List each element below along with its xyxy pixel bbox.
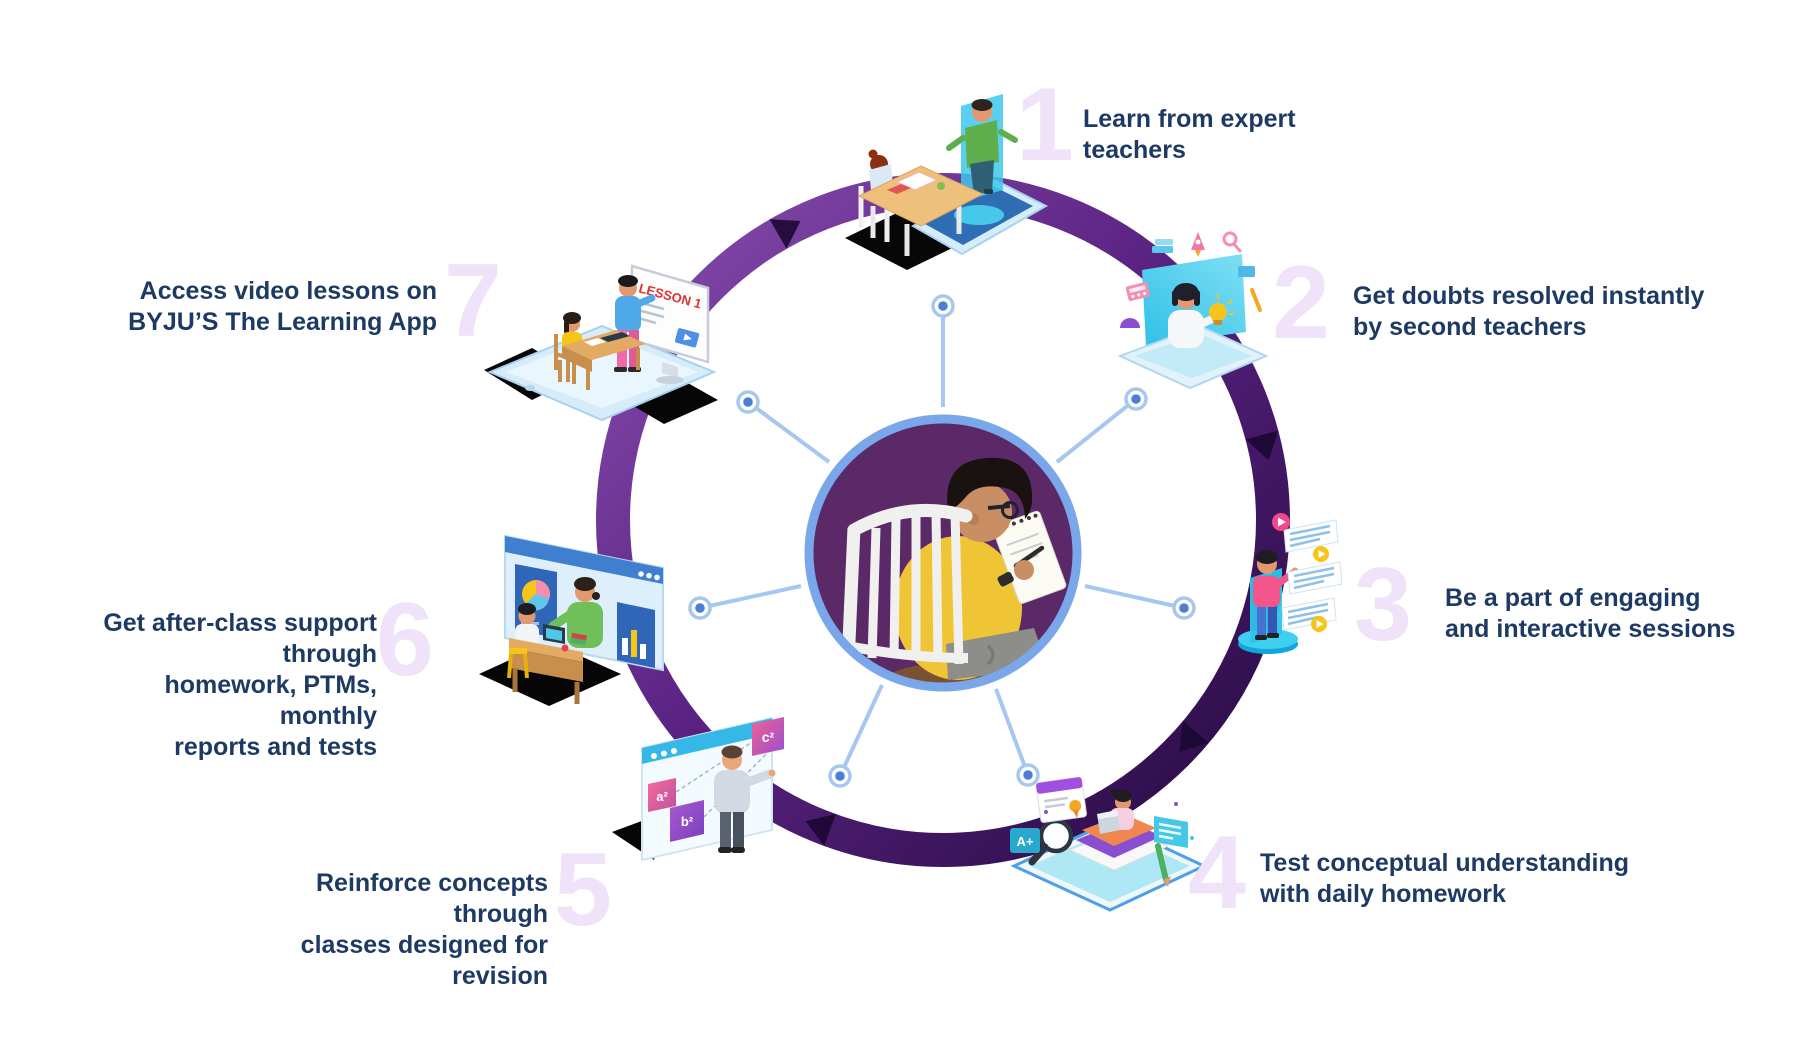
step-5-number: 5 — [554, 832, 612, 948]
book-icon — [1238, 266, 1255, 277]
hair — [947, 457, 1033, 519]
play-button-icon — [1313, 546, 1329, 562]
step-7-label-line: BYJU’S The Learning App — [128, 308, 437, 336]
spoke-nodes — [688, 294, 1196, 788]
step-6-label-line: homework, PTMs, monthly — [164, 671, 377, 730]
step-6-illustration — [479, 534, 664, 706]
student-with-laptop — [1097, 788, 1134, 834]
pencil-icon — [1250, 288, 1262, 312]
step-1-illustration — [845, 94, 1048, 270]
node-icon — [1124, 387, 1148, 411]
note-card — [1154, 816, 1188, 848]
step-3-label-line: and interactive sessions — [1445, 615, 1736, 643]
books-icon — [1152, 239, 1173, 253]
step-2-illustration — [1117, 231, 1269, 390]
step-4-number: 4 — [1188, 815, 1246, 931]
play-button-icon — [674, 328, 700, 348]
step-1-label: Learn from expert teachers — [1083, 104, 1296, 166]
student-at-desk — [554, 312, 646, 390]
step-7-number: 7 — [444, 243, 502, 359]
arrow-icon — [1179, 721, 1210, 752]
step-2-label: Get doubts resolved instantly by second … — [1353, 281, 1704, 343]
step-2-number: 2 — [1272, 245, 1330, 361]
certificate-board — [1035, 776, 1087, 823]
step-5-label-line: Reinforce concepts through — [315, 869, 548, 928]
step-4-illustration: A+ — [1010, 776, 1208, 912]
node-icon — [828, 764, 852, 788]
step-2-label-line: by second teachers — [1353, 313, 1587, 341]
step-5-label-line: classes designed for revision — [300, 931, 548, 990]
teacher-figure — [714, 745, 776, 853]
student-at-desk — [857, 149, 985, 242]
step-3-label-line: Be a part of engaging — [1445, 584, 1701, 612]
glasses-icon — [987, 504, 1011, 510]
photo-ring-border — [804, 414, 1082, 692]
step-1-label-line: Learn from expert — [1083, 105, 1296, 133]
step-7-illustration: LESSON 1 — [484, 264, 718, 424]
play-button-icon — [1311, 616, 1327, 632]
wristwatch — [997, 571, 1014, 587]
spokes — [699, 306, 1185, 777]
step-5-label: Reinforce concepts through classes desig… — [238, 868, 548, 992]
arrow-icon — [1245, 430, 1279, 461]
a-plus-grade-text: A+ — [1017, 834, 1034, 849]
chat-panels — [1281, 519, 1343, 631]
a-plus-board: A+ — [1010, 828, 1040, 853]
book-stack — [1068, 814, 1170, 871]
a-squared-text: a² — [656, 789, 668, 804]
step-1-label-line: teachers — [1083, 136, 1186, 164]
step-4-label-line: Test conceptual understanding — [1260, 849, 1630, 877]
student-writing-figure — [841, 457, 1067, 687]
a-squared-tile: a² — [648, 778, 676, 812]
magnifier-icon — [1028, 818, 1074, 866]
magnifier-icon — [1222, 231, 1242, 253]
lightbulb-icon — [1209, 294, 1234, 325]
c-squared-tile: c² — [752, 717, 784, 756]
step-1-number: 1 — [1016, 67, 1074, 183]
step-4-label-line: with daily homework — [1260, 880, 1506, 908]
bar-chart-panel — [617, 602, 655, 668]
step-6-number: 6 — [376, 582, 434, 698]
node-icon — [931, 294, 955, 318]
node-icon — [736, 390, 760, 414]
node-icon — [1172, 596, 1196, 620]
step-2-label-line: Get doubts resolved instantly — [1353, 282, 1705, 310]
play-button-icon — [1272, 513, 1290, 531]
step-3-number: 3 — [1354, 547, 1412, 663]
step-3-illustration — [1238, 513, 1343, 654]
step-6-label-line: Get after-class support through — [103, 609, 377, 668]
step-7-label: Access video lessons on BYJU’S The Learn… — [127, 276, 437, 338]
ring-direction-arrows — [769, 219, 1279, 846]
node-icon — [1016, 763, 1040, 787]
rocket-icon — [1191, 232, 1205, 257]
teacher-figure — [946, 99, 1018, 196]
student-at-desk — [507, 603, 587, 704]
step-6-label: Get after-class support through homework… — [67, 608, 377, 763]
lesson-screen: LESSON 1 — [630, 264, 710, 384]
center-student-photo — [804, 414, 1082, 692]
arrow-icon — [769, 219, 801, 249]
chair-back — [841, 503, 973, 665]
node-icon — [688, 596, 712, 620]
b-squared-text: b² — [681, 814, 694, 829]
arrow-icon — [805, 814, 836, 846]
protractor-icon — [1120, 318, 1140, 328]
step-4-label: Test conceptual understanding with daily… — [1260, 848, 1629, 910]
step-6-label-line: reports and tests — [174, 733, 377, 761]
pencil-icon — [1155, 843, 1171, 887]
student-figure — [1253, 550, 1299, 640]
step-5-illustration: c² a² b² — [612, 716, 784, 862]
step-3-label: Be a part of engaging and interactive se… — [1445, 583, 1735, 645]
b-squared-tile: b² — [670, 800, 704, 842]
c-squared-text: c² — [762, 729, 775, 745]
step-7-label-line: Access video lessons on — [139, 277, 437, 305]
calculator-icon — [1125, 282, 1150, 302]
